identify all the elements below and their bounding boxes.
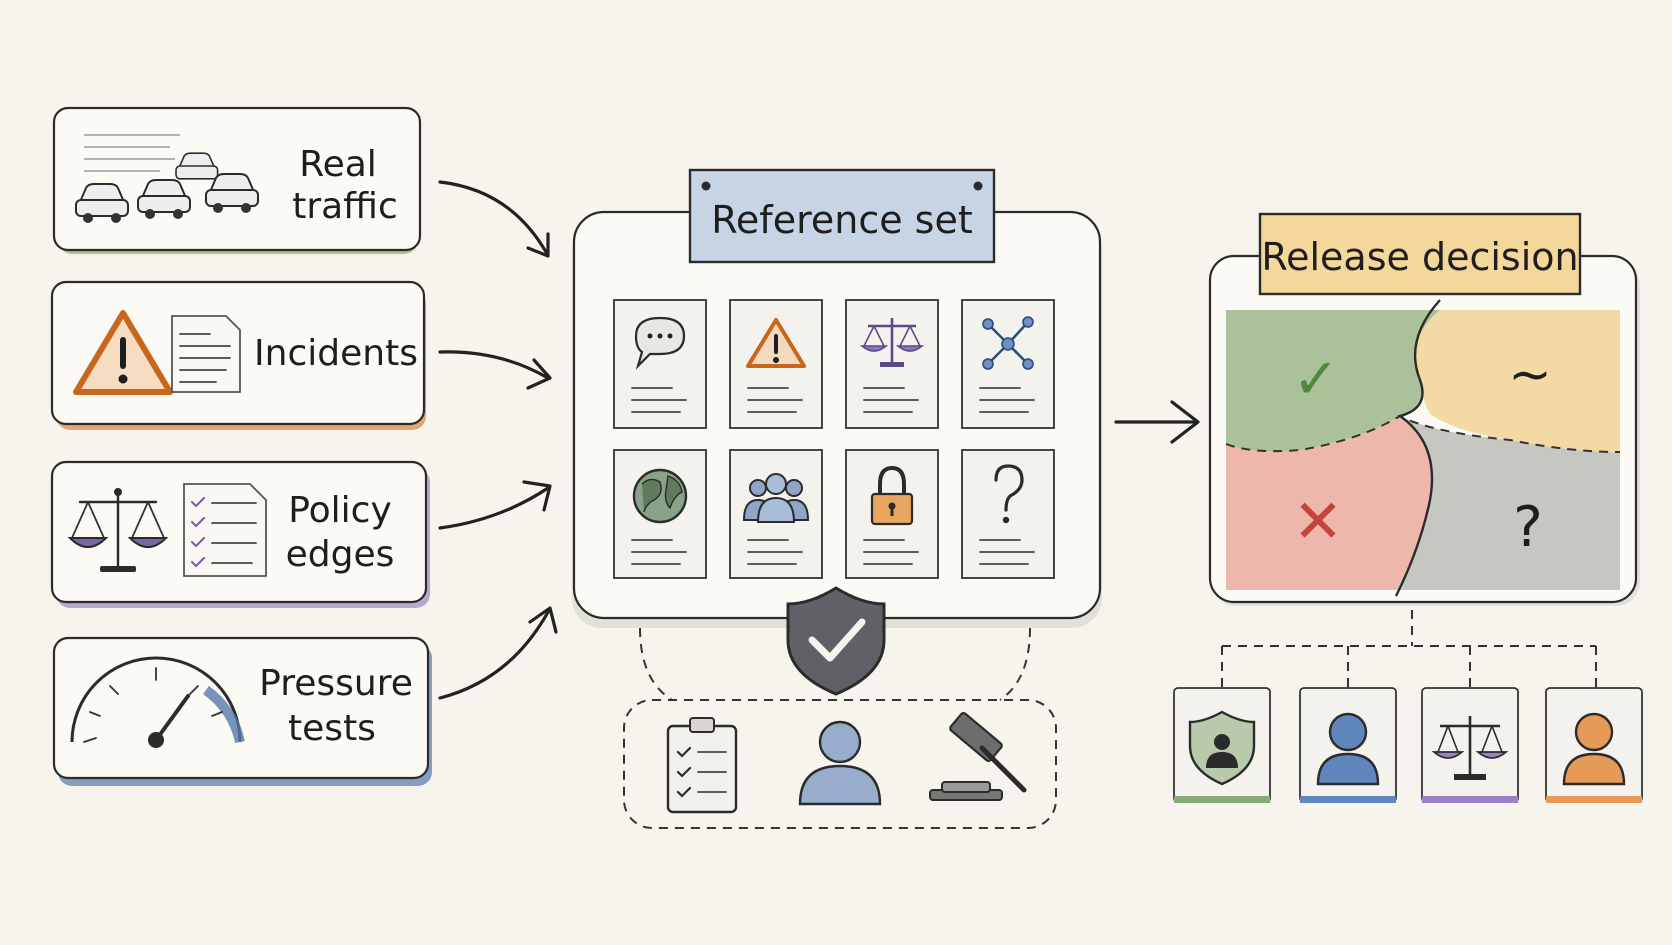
shield-person-icon bbox=[1188, 710, 1256, 786]
source-label-line-2: traffic bbox=[292, 186, 398, 227]
check-icon: ✓ bbox=[1293, 347, 1340, 412]
person-icon bbox=[1562, 712, 1626, 786]
owners-connector bbox=[1221, 610, 1597, 688]
quadrant-approve bbox=[1226, 310, 1440, 452]
quadrant-conditional bbox=[1415, 310, 1620, 452]
reference-item-globe bbox=[613, 449, 707, 579]
reference-item-warning bbox=[729, 299, 823, 429]
globe-icon bbox=[632, 468, 688, 524]
source-card-real-traffic: Real traffic bbox=[52, 106, 422, 254]
reference-item-people bbox=[729, 449, 823, 579]
release-decision-panel: ✓ ~ ✕ ? Release decision bbox=[1208, 212, 1640, 606]
scales-icon bbox=[1431, 716, 1509, 780]
cars-icon bbox=[75, 134, 259, 223]
source-card-policy-edges: Policy edges bbox=[50, 460, 430, 608]
source-label-line-1: Pressure bbox=[259, 663, 413, 704]
arrow-to-release-decision bbox=[1114, 400, 1200, 444]
reference-item-security bbox=[845, 449, 939, 579]
lock-icon bbox=[870, 465, 914, 526]
chat-bubble-icon bbox=[634, 316, 686, 370]
source-card-pressure-tests: Pressure tests bbox=[52, 636, 432, 786]
arrow-policy-edges bbox=[438, 480, 552, 530]
source-label-line-2: tests bbox=[288, 708, 376, 749]
document-icon bbox=[171, 315, 241, 393]
reference-set-banner: Reference set bbox=[688, 168, 996, 264]
reference-set-title: Reference set bbox=[711, 198, 973, 242]
shield-check-icon bbox=[786, 586, 886, 696]
arrow-incidents bbox=[438, 350, 552, 390]
gavel-icon bbox=[929, 711, 1027, 801]
arrow-real-traffic bbox=[438, 180, 550, 258]
source-label-line-2: edges bbox=[286, 534, 395, 575]
question-icon bbox=[994, 464, 1024, 524]
reference-item-network bbox=[961, 299, 1055, 429]
warning-icon bbox=[73, 310, 173, 395]
checklist-document-icon bbox=[183, 483, 267, 577]
people-icon bbox=[742, 473, 810, 523]
release-decision-title: Release decision bbox=[1261, 235, 1578, 279]
scales-icon bbox=[67, 488, 169, 572]
source-label-line-1: Policy bbox=[288, 490, 392, 531]
tilde-icon: ~ bbox=[1508, 345, 1552, 405]
reviewers-group bbox=[623, 627, 1057, 829]
reference-item-policy bbox=[845, 299, 939, 429]
warning-icon bbox=[746, 318, 806, 368]
owner-card-policy bbox=[1421, 687, 1519, 803]
reference-item-unknown bbox=[961, 449, 1055, 579]
person-icon bbox=[798, 720, 882, 806]
scales-icon bbox=[859, 318, 925, 367]
reference-set-panel: Reference set bbox=[572, 168, 1102, 696]
decision-quadrants bbox=[1225, 299, 1621, 597]
owner-card-security bbox=[1173, 687, 1271, 803]
cross-icon: ✕ bbox=[1293, 487, 1343, 557]
source-label-line-1: Incidents bbox=[254, 333, 418, 374]
clipboard-checklist-icon bbox=[666, 717, 738, 814]
source-card-incidents: Incidents bbox=[50, 280, 426, 430]
owner-card-person-blue bbox=[1299, 687, 1397, 803]
reference-item-chat bbox=[613, 299, 707, 429]
input-arrows bbox=[438, 180, 558, 700]
owner-card-person-orange bbox=[1545, 687, 1643, 803]
question-icon: ? bbox=[1513, 495, 1543, 560]
person-icon bbox=[1316, 712, 1380, 786]
network-icon bbox=[982, 316, 1034, 370]
source-label-line-1: Real bbox=[299, 144, 377, 185]
quadrant-unknown bbox=[1396, 416, 1620, 590]
quadrant-reject bbox=[1226, 416, 1432, 590]
gauge-icon bbox=[70, 656, 245, 748]
release-decision-banner: Release decision bbox=[1258, 212, 1582, 296]
arrow-pressure-tests bbox=[438, 606, 558, 700]
